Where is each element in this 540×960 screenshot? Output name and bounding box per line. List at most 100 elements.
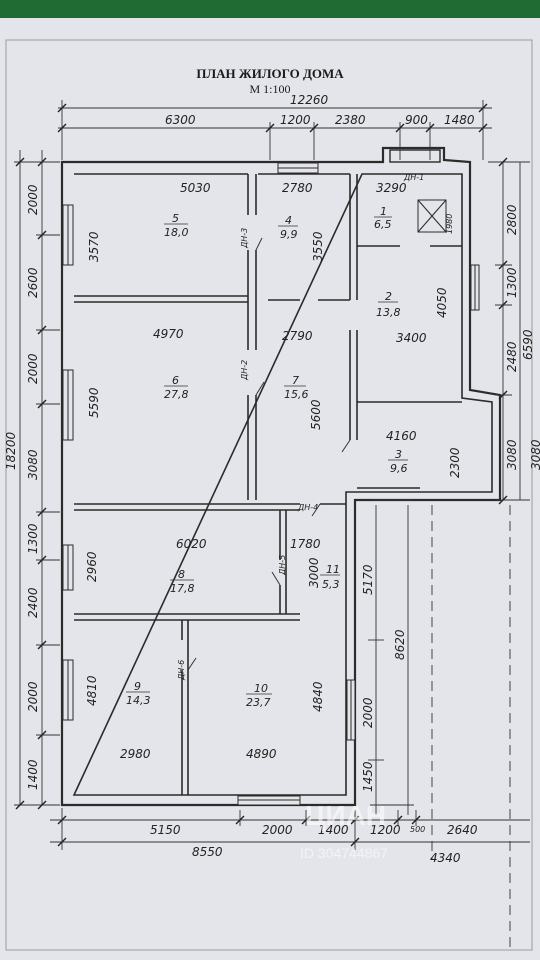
dim-left-total: 18200 (4, 431, 18, 470)
dim-bottom-seg: 1200 (370, 823, 401, 837)
door-swings (187, 237, 351, 671)
plan-title: ПЛАН ЖИЛОГО ДОМА (196, 66, 344, 81)
watermark-id: ID 304744867 (300, 845, 388, 861)
dim-left-seg: 1300 (26, 523, 40, 554)
dim-right-inner: 1300 (505, 267, 519, 298)
inner-dim: 5590 (87, 387, 101, 418)
dim-left-seg: 2000 (26, 681, 40, 712)
interior-walls (74, 174, 462, 795)
room-number: 8 (178, 568, 185, 581)
dim-bottom-seg: 2640 (447, 823, 478, 837)
room-number: 1 (380, 205, 387, 218)
inner-dim: 4160 (386, 429, 417, 443)
inner-dim: 3550 (311, 231, 325, 262)
room-number: 5 (172, 212, 179, 225)
inner-dim: 4970 (153, 327, 184, 341)
room-9: 9 14,3 (126, 680, 151, 707)
door-label: ДН-4 (297, 503, 318, 512)
dim-right-inner: 2480 (505, 341, 519, 372)
room-7: 7 15,6 (284, 374, 309, 401)
dim-top-total: 12260 (290, 93, 329, 107)
watermark-brand: ЦИАН (305, 800, 387, 831)
room-area: 18,0 (164, 226, 189, 239)
exterior-walls (60, 146, 502, 807)
dimension-ticks (15, 103, 508, 847)
inner-dim: 4840 (311, 681, 325, 712)
door-label: ДН-6 (177, 660, 186, 681)
room-8: 8 17,8 (170, 568, 195, 595)
dim-top-seg: 6300 (165, 113, 196, 127)
room-2: 2 13,8 (376, 290, 401, 319)
boiler-symbol (417, 199, 447, 233)
dim-right-outer: 6590 (521, 329, 535, 360)
room-4: 4 9,9 (278, 214, 298, 241)
room-area: 5,3 (322, 578, 340, 591)
plan-scale: М 1:100 (249, 82, 291, 96)
dim-bottom-seg: 5150 (150, 823, 181, 837)
dim-bottom-seg: 1400 (318, 823, 349, 837)
room-number: 6 (172, 374, 179, 387)
room-number: 10 (254, 682, 268, 695)
dim-bottom-total-left: 8550 (192, 845, 223, 859)
dim-bottom-seg: 500 (410, 825, 425, 834)
dim-left-seg: 1400 (26, 759, 40, 790)
room-number: 2 (385, 290, 392, 303)
room-3: 3 9,6 (388, 448, 408, 475)
inner-dim: 2780 (282, 181, 313, 195)
dim-left-seg: 2000 (26, 184, 40, 215)
inner-dim: 6020 (176, 537, 207, 551)
room-number: 4 (285, 214, 292, 227)
inner-dim: 4890 (246, 747, 277, 761)
room-area: 15,6 (284, 388, 309, 401)
inner-dim: 2980 (120, 747, 151, 761)
entrance-porch (389, 149, 441, 163)
room-area: 17,8 (170, 582, 195, 595)
room-number: 3 (395, 448, 402, 461)
dim-right-inner: 3080 (505, 439, 519, 470)
inner-dim: 3290 (376, 181, 407, 195)
dim-ext: 2000 (361, 697, 375, 728)
dim-left-seg: 3080 (26, 449, 40, 480)
inner-dim: 5600 (309, 399, 323, 430)
dim-ext: 1450 (361, 761, 375, 792)
dim-ext: 5170 (361, 564, 375, 595)
dim-top-seg: 1200 (280, 113, 311, 127)
room-1: 1 6,5 (374, 205, 392, 231)
door-label: ДН-1 (403, 173, 424, 182)
room-number: 9 (134, 680, 141, 693)
dim-bottom-seg: 2000 (262, 823, 293, 837)
dim-left-seg: 2000 (26, 353, 40, 384)
dim-top-seg: 1480 (444, 113, 475, 127)
inner-dim: 3400 (396, 331, 427, 345)
dim-bottom-total-right: 4340 (430, 851, 461, 865)
dim-top-seg: 900 (405, 113, 428, 127)
inner-dim: 5030 (180, 181, 211, 195)
door-label: ДН-5 (278, 555, 287, 576)
room-area: 9,9 (280, 228, 298, 241)
room-area: 6,5 (374, 218, 392, 231)
room-6: 6 27,8 (164, 374, 189, 401)
dimension-lines (14, 100, 530, 950)
room-5: 5 18,0 (164, 212, 189, 239)
room-number: 11 (326, 563, 340, 576)
inner-dim: 4810 (85, 675, 99, 706)
room-area: 27,8 (164, 388, 189, 401)
room-area: 9,6 (390, 462, 408, 475)
room-number: 7 (292, 374, 299, 387)
room-area: 13,8 (376, 306, 401, 319)
room-area: 23,7 (246, 696, 271, 709)
door-label: ДН-3 (240, 228, 249, 249)
inner-dim: 3000 (307, 557, 321, 588)
dim-top-seg: 2380 (335, 113, 366, 127)
dim-right-inner: 2800 (505, 204, 519, 235)
room-10: 10 23,7 (246, 682, 272, 709)
inner-dim: 1780 (290, 537, 321, 551)
dim-ext: 8620 (393, 629, 407, 660)
dim-left-seg: 2600 (26, 267, 40, 298)
room-11: 11 5,3 (320, 563, 340, 591)
door-label: ДН-2 (240, 360, 249, 381)
sheet-frame (5, 39, 533, 951)
windows (62, 162, 480, 806)
inner-dim: 3570 (87, 231, 101, 262)
